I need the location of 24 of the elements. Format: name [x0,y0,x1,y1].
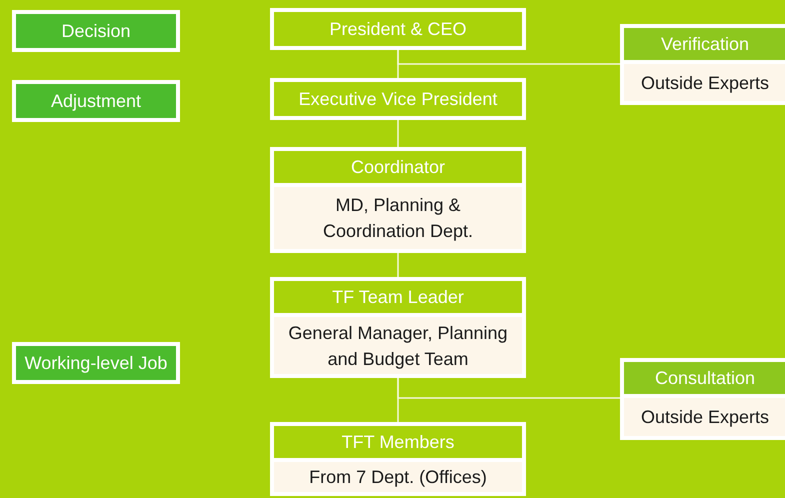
role-box [620,358,785,440]
level-box: Working-level Job [12,342,180,384]
role-box [270,277,526,378]
role-heading: Coordinator [274,151,522,183]
level-box: Adjustment [12,80,180,122]
role-description: General Manager, Planning and Budget Team [274,317,522,374]
role-description: Outside Experts [624,398,785,436]
connector-line [397,50,620,65]
role-description: MD, Planning & Coordination Dept. [274,187,522,249]
role-box [270,422,526,496]
role-description: From 7 Dept. (Offices) [274,462,522,492]
level-box: Decision [12,10,180,52]
role-heading: TFT Members [274,426,522,458]
role-box [270,147,526,253]
role-heading: Verification [624,28,785,60]
connector-line [397,253,399,277]
role-box: Executive Vice President [270,78,526,120]
connector-line [397,120,399,147]
role-box: President & CEO [270,8,526,50]
role-heading: Consultation [624,362,785,394]
role-box [620,24,785,105]
role-description: Outside Experts [624,64,785,101]
connector-line [397,378,620,399]
role-heading: TF Team Leader [274,281,522,313]
